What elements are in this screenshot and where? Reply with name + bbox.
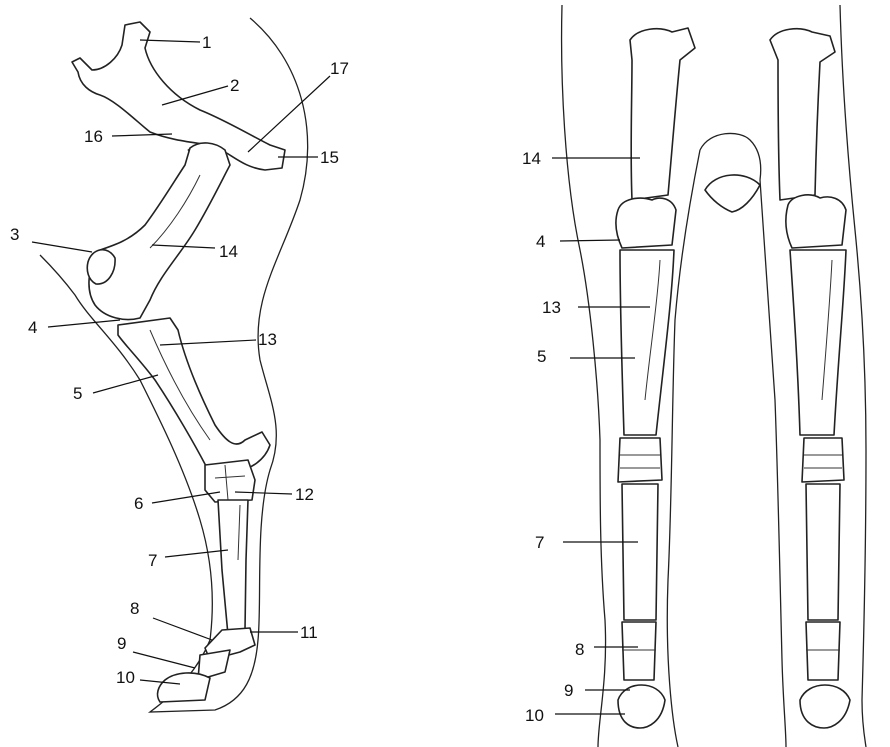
stifle-front-right (786, 195, 846, 248)
front-leader-4 (560, 240, 620, 241)
label-12: 12 (295, 485, 314, 504)
pastern-front-right (806, 622, 840, 680)
leader-1 (140, 40, 200, 42)
tail-base (705, 175, 760, 212)
tibia-front-left (620, 250, 674, 435)
front-label-8: 8 (575, 640, 584, 659)
leader-8 (153, 618, 212, 640)
leader-17 (248, 76, 330, 152)
pastern-front-left (622, 622, 656, 680)
label-16: 16 (84, 127, 103, 146)
label-10: 10 (116, 668, 135, 687)
hoof-front-left (618, 685, 665, 728)
femur-front-left (630, 28, 695, 200)
front-label-14: 14 (522, 149, 541, 168)
leader-9 (133, 652, 195, 668)
leader-3 (32, 242, 92, 252)
label-4: 4 (28, 318, 37, 337)
label-7: 7 (148, 551, 157, 570)
leader-5 (93, 375, 158, 393)
limb-outline-right (840, 5, 866, 747)
leader-6 (152, 492, 220, 503)
lateral-limb-view: 1 2 3 4 5 6 7 8 9 10 11 12 13 14 15 16 1… (10, 18, 349, 712)
label-13: 13 (258, 330, 277, 349)
label-2: 2 (230, 76, 239, 95)
hock-front-left (618, 438, 662, 482)
femur-bone (89, 143, 230, 320)
label-5: 5 (73, 384, 82, 403)
limb-outline-left (562, 5, 606, 747)
leader-4 (48, 320, 120, 327)
cannon-front-right (806, 484, 840, 620)
front-label-13: 13 (542, 298, 561, 317)
tarsal-bones (205, 460, 255, 502)
metatarsal-bone (218, 500, 248, 635)
stifle-front-left (616, 198, 676, 248)
label-8: 8 (130, 599, 139, 618)
tibia-front-right (790, 250, 846, 435)
label-6: 6 (134, 494, 143, 513)
femur-front-right (770, 29, 835, 200)
label-9: 9 (117, 634, 126, 653)
front-label-4: 4 (536, 232, 545, 251)
label-15: 15 (320, 148, 339, 167)
label-14: 14 (219, 242, 238, 261)
front-label-10: 10 (525, 706, 544, 725)
hock-front-right (802, 438, 844, 482)
hoof-front-right (800, 685, 850, 728)
front-limb-view: 14 4 13 5 7 8 9 10 (522, 5, 866, 747)
crotch-outline (700, 133, 761, 180)
label-17: 17 (330, 59, 349, 78)
leader-7 (165, 550, 228, 557)
label-11: 11 (300, 623, 318, 642)
front-label-5: 5 (537, 347, 546, 366)
cannon-front-left (622, 484, 658, 620)
tibia-bone (118, 318, 270, 476)
front-label-9: 9 (564, 681, 573, 700)
distal-phalanx-hoof (158, 673, 210, 702)
front-label-7: 7 (535, 533, 544, 552)
label-1: 1 (202, 33, 211, 52)
limb-outline-middle-right (760, 180, 786, 747)
label-3: 3 (10, 225, 19, 244)
